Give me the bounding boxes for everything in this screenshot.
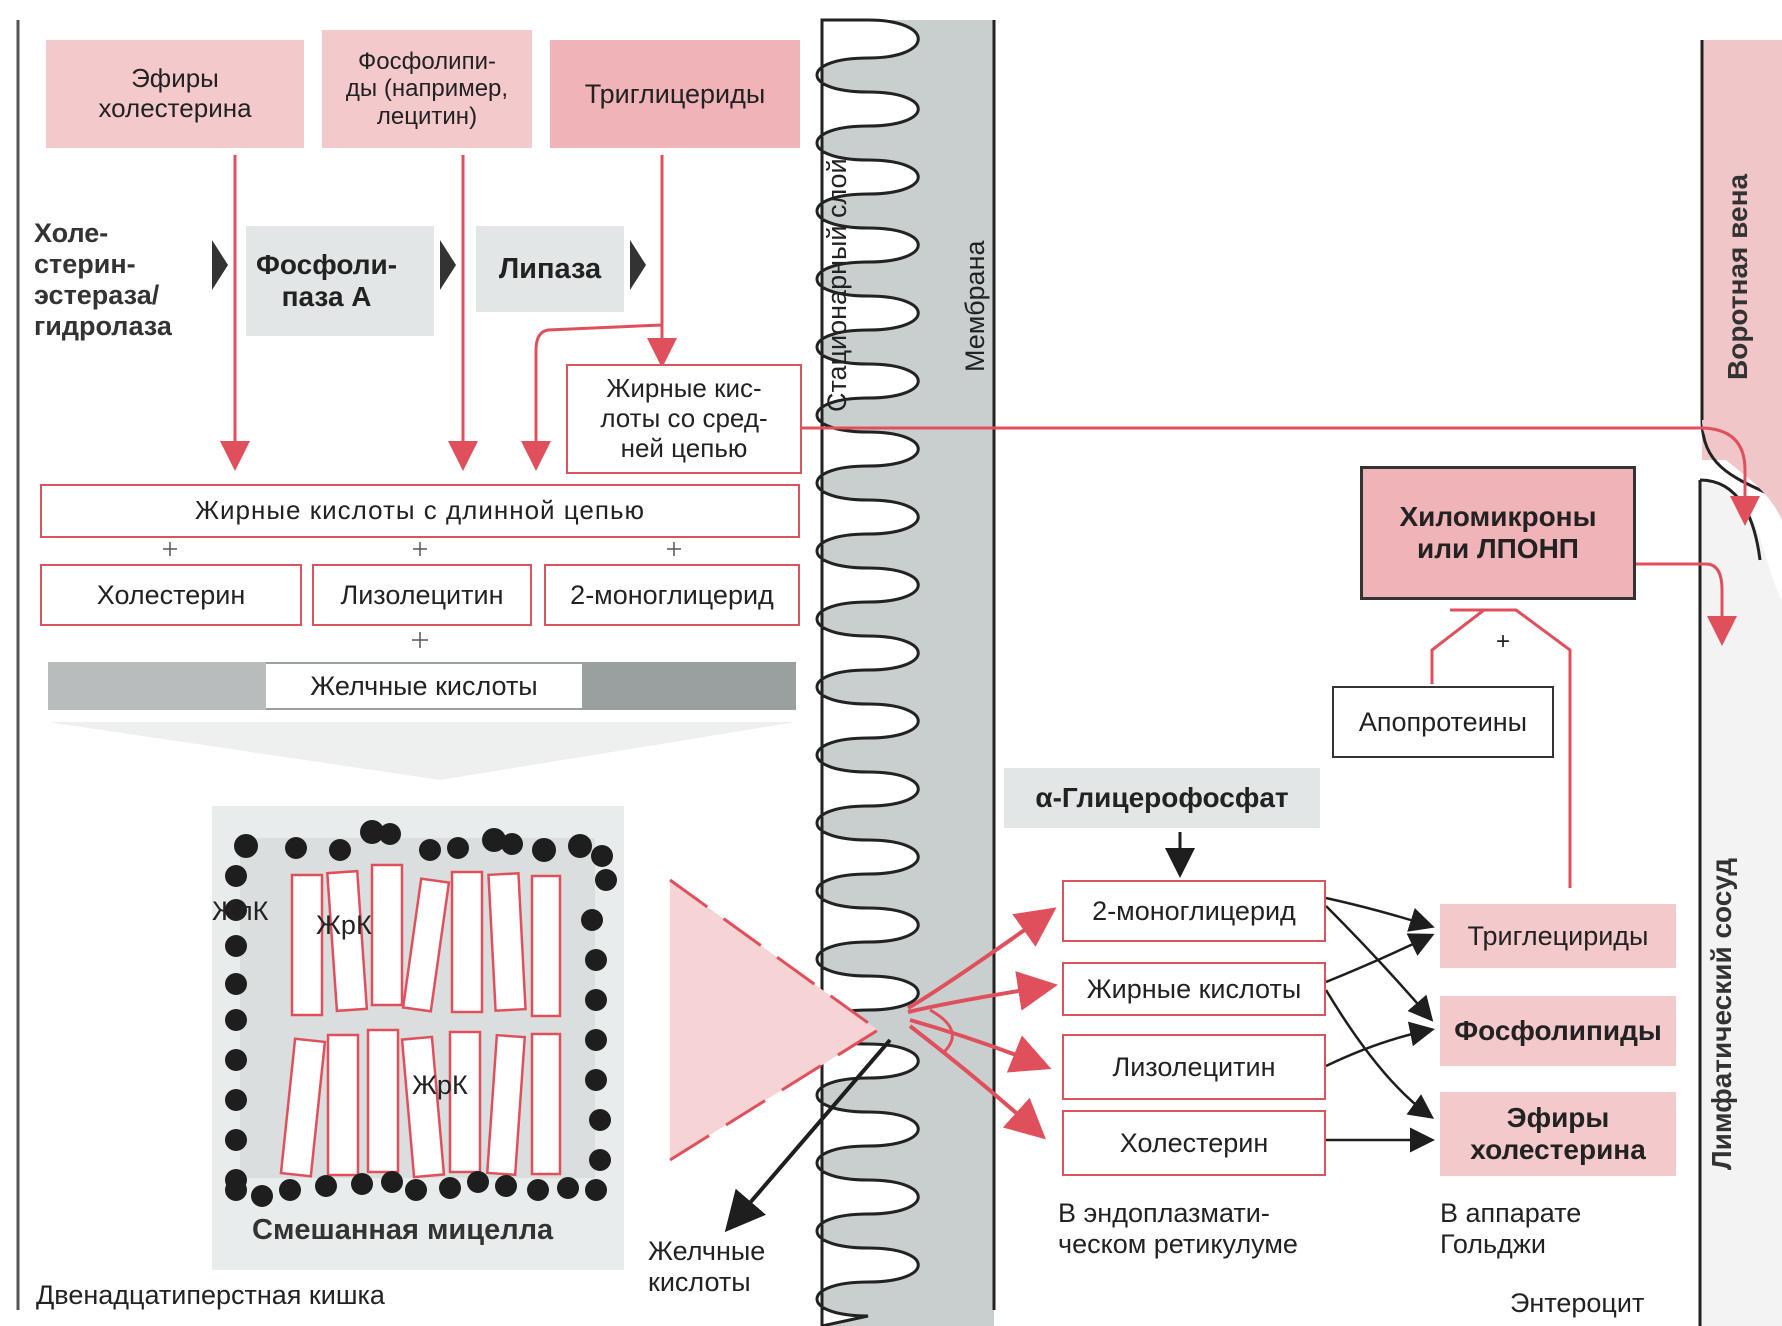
er-monoglyceride-label: 2-моноглицерид: [1092, 895, 1296, 926]
er-lysolecithin-label: Лизолецитин: [1112, 1051, 1276, 1082]
unstirred-layer-label: Стационарный слой: [822, 158, 852, 412]
source-cholesterol-esters-label: Эфиры холестерина: [98, 63, 252, 123]
arrow-to-er-monoglyceride: [907, 907, 1057, 1010]
micelle-to-membrane-wedge: [670, 880, 878, 1160]
er-caption: В эндоплазмати- ческом ретикулуме: [1058, 1198, 1298, 1260]
source-triglycerides-label: Триглицериды: [584, 78, 766, 109]
arrow-chylo-to-lymph: [1636, 562, 1737, 646]
duodenum-label: Двенадцатиперстная кишка: [36, 1280, 385, 1310]
enzyme-phospholipase-label: Фосфоли- паза А: [256, 248, 398, 312]
micelle-label-zhrk-bottom: ЖрК: [412, 1070, 468, 1100]
chylomicrons-box: Хиломикроны или ЛПОНП: [1360, 466, 1636, 600]
golgi-phospholipids-label: Фосфолипиды: [1454, 1015, 1662, 1047]
golgi-triglycerides: Триглецириды: [1440, 904, 1676, 968]
golgi-cholesterol-esters: Эфиры холестерина: [1440, 1092, 1676, 1176]
portal-vein-label: Воротная вена: [1722, 173, 1753, 380]
er-cholesterol: Холестерин: [1062, 1110, 1326, 1176]
er-lysolecithin: Лизолецитин: [1062, 1034, 1326, 1100]
source-phospholipids-label: Фосфолипи- ды (например, лецитин): [345, 47, 509, 130]
product-lysolecithin: Лизолецитин: [312, 564, 532, 626]
medium-chain-fatty-acids: Жирные кис- лоты со сред- ней цепью: [566, 364, 802, 474]
arrow-medium-chain-portal: [800, 426, 1760, 526]
golgi-phospholipids: Фосфолипиды: [1440, 996, 1676, 1066]
arrow-to-er-lysolecithin: [909, 1018, 1052, 1073]
source-triglycerides: Триглицериды: [550, 40, 800, 148]
glycerophosphate-box: α-Глицерофосфат: [1004, 768, 1320, 828]
arrow-tg-branch: [521, 323, 663, 471]
funnel-shape: [48, 722, 796, 780]
bile-acids-label: Желчные кислоты: [310, 670, 538, 701]
micelle-title: Смешанная мицелла: [252, 1214, 554, 1246]
er-fatty-acids-label: Жирные кислоты: [1086, 973, 1302, 1004]
arrow-bile-acids-out: [724, 1038, 892, 1233]
arrow-to-er-fatty-acids: [907, 971, 1058, 1014]
lymph-vessel-band: [1700, 480, 1782, 1326]
enzyme-lipase: Липаза: [476, 226, 624, 312]
source-phospholipids: Фосфолипи- ды (например, лецитин): [322, 30, 532, 148]
membrane-label: Мембрана: [960, 240, 990, 373]
enzyme-arrow-2: [440, 240, 456, 290]
bile-acids-out-label: Желчные кислоты: [648, 1236, 766, 1298]
enzyme-lipase-label: Липаза: [498, 252, 602, 285]
bile-acids-label-box: Желчные кислоты: [266, 664, 582, 708]
micelle-label-zhrk-top: ЖрК: [316, 910, 372, 940]
microvilli-line: [815, 18, 920, 1326]
apoproteins-label: Апопротеины: [1358, 706, 1528, 737]
golgi-caption: В аппарате Гольджи: [1440, 1198, 1582, 1260]
micelle-rods: [279, 863, 562, 1179]
chylomicrons-label: Хиломикроны или ЛПОНП: [1399, 500, 1597, 564]
golgi-triglycerides-label: Триглецириды: [1467, 920, 1649, 951]
enzyme-arrow-3: [630, 240, 646, 290]
glycerophosphate-label: α-Глицерофосфат: [1035, 782, 1289, 814]
enzyme-cholesterol-esterase: Холе- стерин- эстераза/ гидролаза: [34, 218, 172, 342]
enzyme-arrow-1: [212, 240, 228, 290]
enzyme-phospholipase: Фосфоли- паза А: [246, 226, 434, 336]
micelle-dots: [225, 820, 617, 1207]
arrow-to-er-cholesterol: [908, 1024, 1046, 1140]
line-apoproteins-up: [1430, 608, 1485, 684]
enterocyte-label: Энтероцит: [1510, 1288, 1645, 1318]
product-cholesterol: Холестерин: [40, 564, 302, 626]
er-monoglyceride: 2-моноглицерид: [1062, 880, 1326, 942]
product-monoglyceride-label: 2-моноглицерид: [570, 579, 774, 610]
long-chain-label: Жирные кислоты с длинной цепью: [195, 495, 645, 526]
assembly-plus: +: [1496, 628, 1511, 655]
medium-chain-label: Жирные кис- лоты со сред- ней цепью: [600, 373, 768, 463]
long-chain-fatty-acids: Жирные кислоты с длинной цепью: [40, 484, 800, 538]
er-fatty-acids: Жирные кислоты: [1062, 962, 1326, 1016]
plus-marks: [163, 542, 681, 648]
product-lysolecithin-label: Лизолецитин: [340, 579, 504, 610]
source-cholesterol-esters: Эфиры холестерина: [46, 40, 304, 148]
lymph-vessel-label: Лимфатический сосуд: [1706, 858, 1737, 1170]
micelle-label-zhlk: ЖлК: [212, 896, 269, 926]
product-cholesterol-label: Холестерин: [96, 579, 246, 610]
apoproteins-box: Апопротеины: [1332, 686, 1554, 758]
er-cholesterol-label: Холестерин: [1119, 1127, 1269, 1158]
golgi-cholesterol-esters-label: Эфиры холестерина: [1470, 1101, 1646, 1165]
product-monoglyceride: 2-моноглицерид: [544, 564, 800, 626]
